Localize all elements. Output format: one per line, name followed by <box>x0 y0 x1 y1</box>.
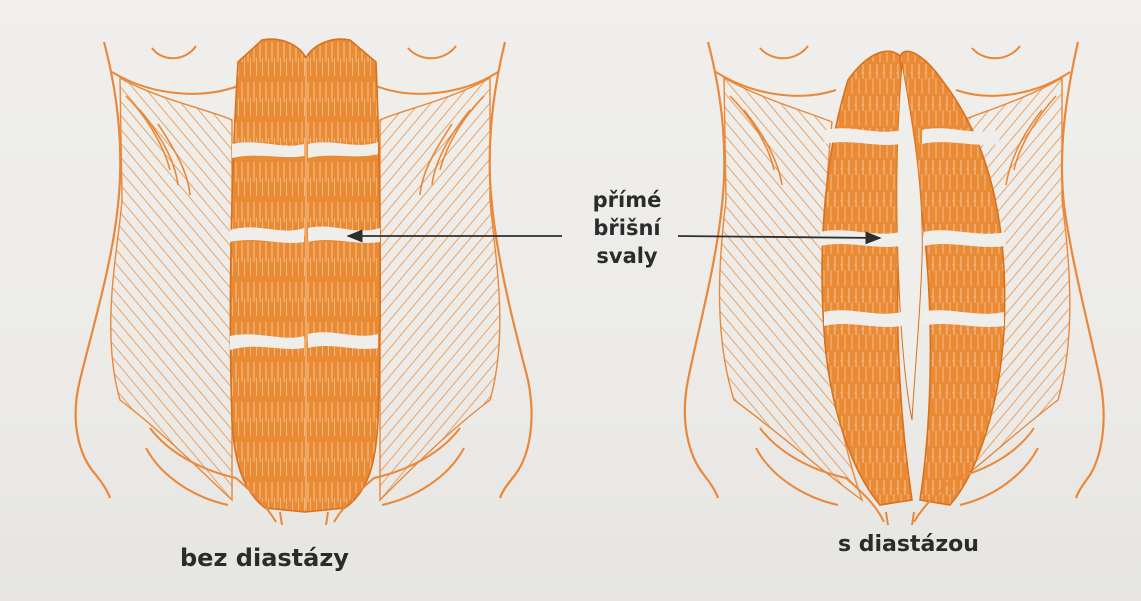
breast-curve-right-1 <box>760 46 808 58</box>
rectus-abdominis-left <box>230 39 380 512</box>
breast-curve-right-2 <box>972 46 1020 58</box>
muscle-label-line-3: svaly <box>572 242 682 270</box>
muscle-label-line-2: břišní <box>572 214 682 242</box>
caption-with-diastasis: s diastázou <box>838 532 979 557</box>
caption-without-diastasis: bez diastázy <box>180 544 349 572</box>
torso-left <box>76 39 532 525</box>
torso-right <box>685 42 1104 525</box>
oblique-left-b <box>380 78 500 500</box>
muscle-label-line-1: přímé <box>572 186 682 214</box>
breast-curve-left-2 <box>408 46 456 58</box>
muscle-label: přímé břišní svaly <box>572 186 682 270</box>
oblique-left-a <box>111 78 232 500</box>
breast-curve-left-1 <box>152 46 196 58</box>
